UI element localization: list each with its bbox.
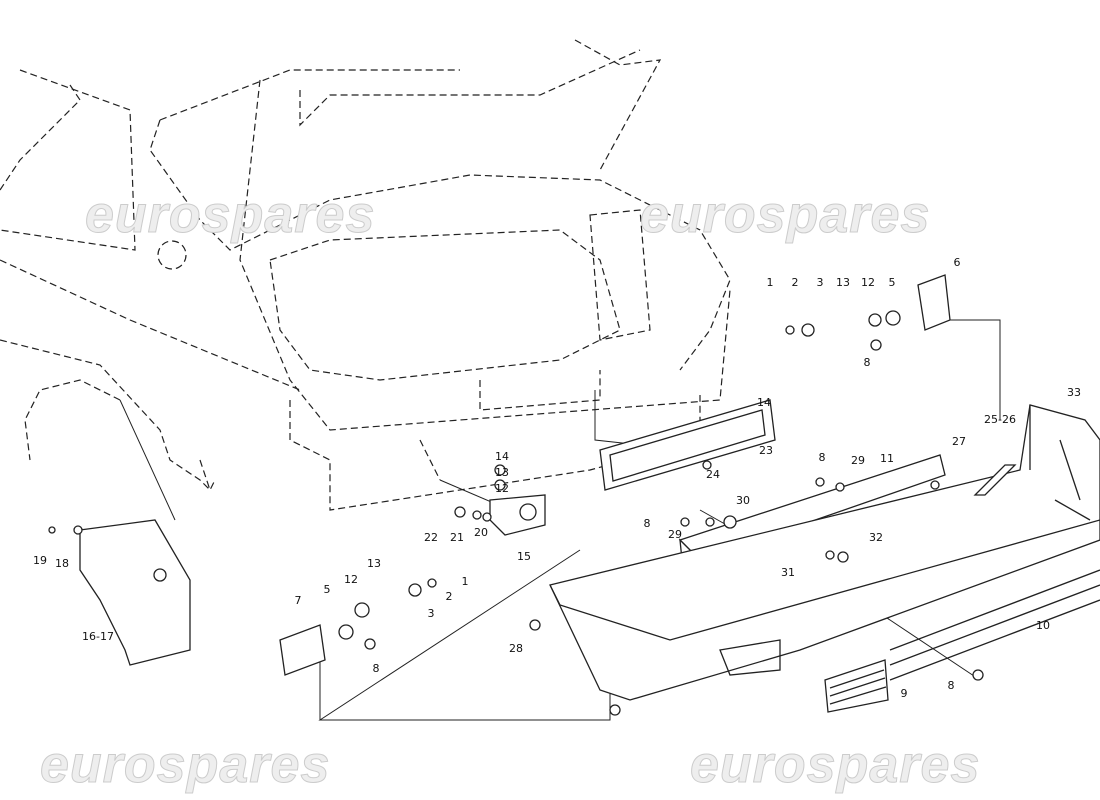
callout-11: 11 — [880, 452, 894, 465]
callout-25-26: 25-26 — [984, 413, 1016, 426]
callout-31: 31 — [781, 566, 795, 579]
callout-10: 10 — [1036, 619, 1050, 632]
callout-24: 24 — [706, 468, 720, 481]
callout-7: 7 — [295, 594, 302, 607]
fasteners — [48, 310, 984, 716]
callout-8: 8 — [948, 679, 955, 692]
callout-8: 8 — [644, 517, 651, 530]
watermark: eurospares — [85, 186, 375, 244]
callout-9: 9 — [901, 687, 908, 700]
callout-8: 8 — [864, 356, 871, 369]
callout-2: 2 — [446, 590, 453, 603]
callout-6: 6 — [954, 256, 961, 269]
callout-29: 29 — [668, 528, 682, 541]
callout-19: 19 — [33, 554, 47, 567]
callout-30: 30 — [736, 494, 750, 507]
callout-3: 3 — [817, 276, 824, 289]
grille-insert — [824, 659, 889, 713]
callout-labels: 1 2 3 13 12 5 6 8 14 23 24 33 25-26 27 8… — [33, 256, 1081, 700]
callout-12: 12 — [495, 482, 509, 495]
callout-1: 1 — [462, 575, 469, 588]
callout-15: 15 — [517, 550, 531, 563]
callout-3: 3 — [428, 607, 435, 620]
callout-8: 8 — [373, 662, 380, 675]
callout-32: 32 — [869, 531, 883, 544]
license-plate-holder — [599, 399, 776, 491]
callout-2: 2 — [792, 276, 799, 289]
callout-1: 1 — [767, 276, 774, 289]
callout-12: 12 — [861, 276, 875, 289]
callout-13: 13 — [495, 466, 509, 479]
callout-23: 23 — [759, 444, 773, 457]
callout-13: 13 — [367, 557, 381, 570]
watermarks: eurospares eurospares eurospares eurospa… — [40, 186, 980, 795]
callout-21: 21 — [450, 531, 464, 544]
callout-16-17: 16-17 — [82, 630, 114, 643]
callout-14: 14 — [757, 396, 771, 409]
rear-bumper — [549, 404, 1100, 701]
callout-20: 20 — [474, 526, 488, 539]
callout-28: 28 — [509, 642, 523, 655]
callout-14: 14 — [495, 450, 509, 463]
callout-8: 8 — [819, 451, 826, 464]
mount-brackets — [279, 274, 1017, 676]
callout-12: 12 — [344, 573, 358, 586]
callout-13: 13 — [836, 276, 850, 289]
callout-33: 33 — [1067, 386, 1081, 399]
watermark: eurospares — [40, 736, 330, 794]
watermark: eurospares — [640, 186, 930, 244]
callout-22: 22 — [424, 531, 438, 544]
callout-18: 18 — [55, 557, 69, 570]
callout-29: 29 — [851, 454, 865, 467]
callout-5: 5 — [324, 583, 331, 596]
mud-flap — [79, 519, 191, 666]
watermark: eurospares — [690, 736, 980, 794]
callout-5: 5 — [889, 276, 896, 289]
callout-27: 27 — [952, 435, 966, 448]
car-body-outline — [0, 39, 731, 511]
